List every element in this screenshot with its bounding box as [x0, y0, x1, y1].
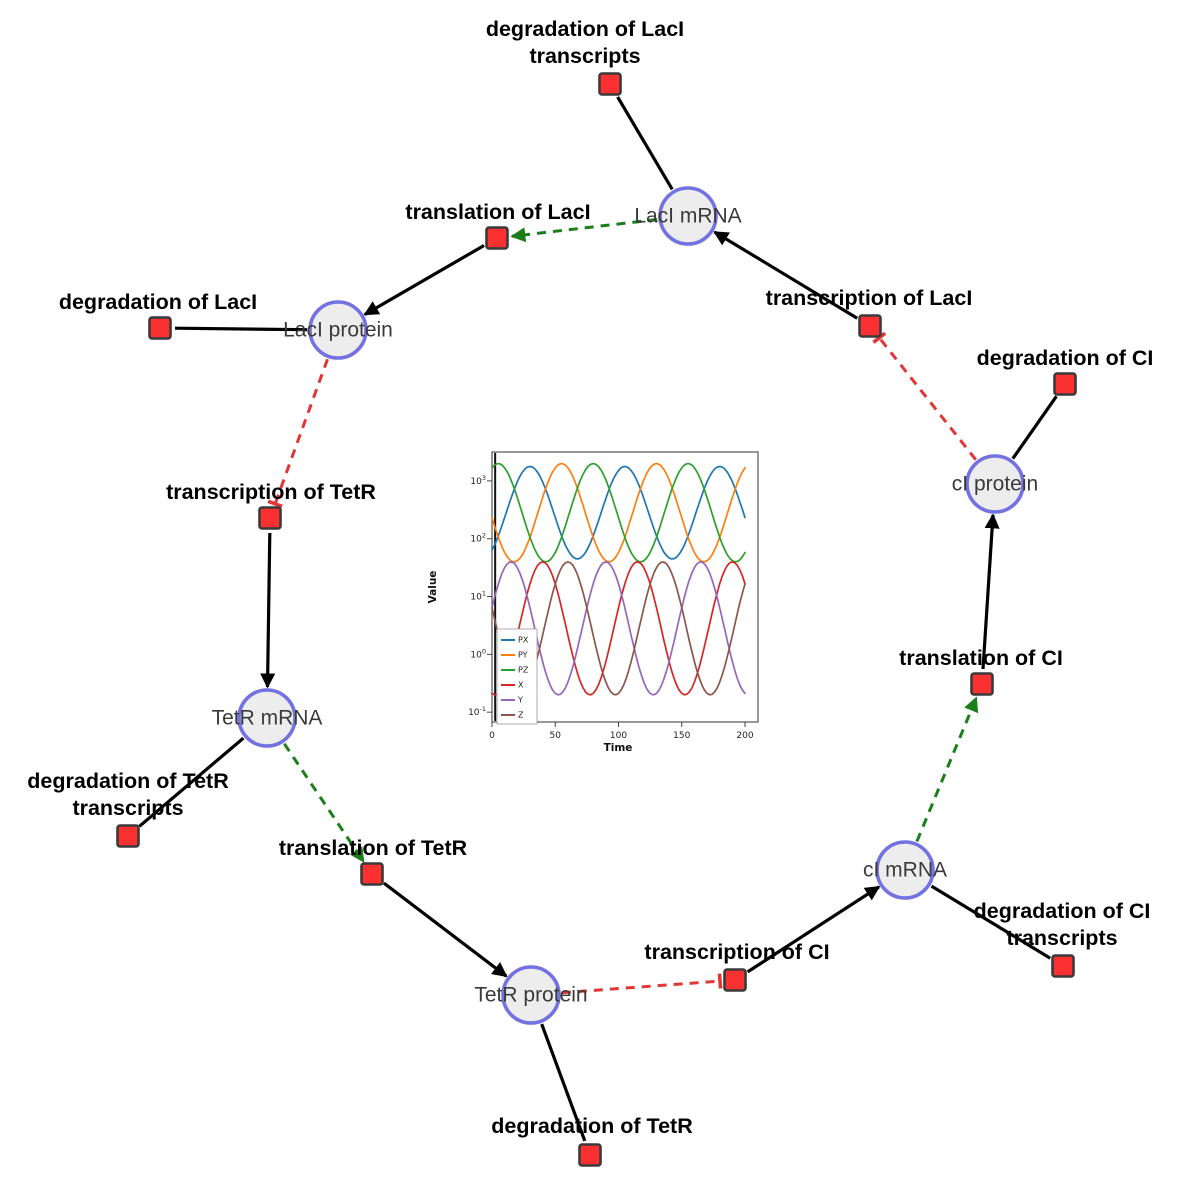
- chart-series-Y: [491, 561, 746, 696]
- consumption-edge-TetR_protein-to-deg_TetR: [540, 1023, 587, 1142]
- species-label-LacI_protein: LacI protein: [283, 319, 393, 342]
- reaction-label-deg_LacI: degradation of LacI: [59, 290, 257, 314]
- y-tick-label: 101: [470, 590, 486, 603]
- reaction-node-deg_LacI_transcripts[interactable]: [598, 72, 622, 96]
- x-axis-label: Time: [604, 742, 633, 754]
- activation-edge-LacI_mRNA-to-transl_LacI: [510, 218, 658, 243]
- legend-label-PX: PX: [518, 636, 529, 645]
- x-tick-label: 50: [550, 731, 562, 741]
- species-label-TetR_mRNA: TetR mRNA: [212, 707, 323, 730]
- species-label-TetR_protein: TetR protein: [474, 984, 587, 1007]
- reaction-node-deg_LacI[interactable]: [148, 316, 172, 340]
- reaction-label-transl_LacI: translation of LacI: [405, 200, 590, 224]
- reaction-label-deg_CI: degradation of CI: [977, 346, 1154, 370]
- x-tick-label: 100: [610, 731, 627, 741]
- reaction-label-transc_CI: transcription of CI: [644, 940, 829, 964]
- reaction-node-deg_TetR[interactable]: [578, 1143, 602, 1167]
- reaction-label-transl_TetR: translation of TetR: [279, 836, 468, 860]
- production-edge-transc_TetR-to-TetR_mRNA: [260, 532, 276, 689]
- y-tick-label: 103: [470, 474, 486, 487]
- reaction-label-transl_CI: translation of CI: [899, 646, 1063, 670]
- production-edge-transc_LacI-to-LacI_mRNA: [713, 230, 859, 320]
- inhibition-edge-LacI_protein-to-transc_TetR: [267, 358, 329, 509]
- legend-label-PZ: PZ: [518, 666, 529, 675]
- reaction-node-deg_CI_transcripts[interactable]: [1051, 954, 1075, 978]
- reaction-node-transc_TetR[interactable]: [258, 506, 282, 530]
- inhibition-edge-cI_protein-to-transc_LacI: [872, 331, 977, 461]
- nodes-layer: [116, 72, 1077, 1167]
- production-edge-transl_CI-to-cI_protein: [981, 513, 1000, 670]
- y-tick-label: 100: [470, 647, 486, 660]
- chart-legend-box: [496, 628, 538, 725]
- species-label-cI_mRNA: cI mRNA: [863, 859, 947, 882]
- x-tick-label: 200: [736, 731, 753, 741]
- species-node-cI_protein[interactable]: [965, 454, 1025, 514]
- species-node-cI_mRNA[interactable]: [875, 840, 935, 900]
- consumption-edge-LacI_mRNA-to-deg_LacI_transcripts: [616, 96, 674, 191]
- chart-series-X: [491, 561, 746, 696]
- species-label-cI_protein: cI protein: [952, 473, 1038, 496]
- reaction-node-transl_LacI[interactable]: [485, 226, 509, 250]
- species-node-TetR_protein[interactable]: [501, 965, 561, 1025]
- chart-series-PX: [491, 465, 746, 560]
- legend-label-X: X: [518, 681, 524, 690]
- production-edge-transc_CI-to-cI_mRNA: [746, 885, 881, 974]
- species-node-LacI_protein[interactable]: [308, 300, 368, 360]
- reaction-node-transc_CI[interactable]: [723, 968, 747, 992]
- y-tick-label: 10-1: [468, 705, 486, 718]
- legend-label-Y: Y: [517, 696, 523, 705]
- y-tick-label: 102: [470, 532, 486, 545]
- chart-series-PZ: [491, 462, 746, 563]
- consumption-edge-cI_mRNA-to-deg_CI_transcripts: [930, 884, 1052, 960]
- production-edge-transl_TetR-to-TetR_protein: [382, 881, 508, 978]
- reaction-node-deg_CI[interactable]: [1053, 372, 1077, 396]
- reaction-label-transc_TetR: transcription of TetR: [166, 480, 376, 504]
- reaction-node-transl_CI[interactable]: [970, 672, 994, 696]
- species-label-LacI_mRNA: LacI mRNA: [634, 205, 741, 228]
- chart-legend: PX PY PZ XYZ: [496, 628, 538, 725]
- species-node-LacI_mRNA[interactable]: [658, 186, 718, 246]
- chart-series-PY: [491, 462, 746, 563]
- consumption-edge-cI_protein-to-deg_CI: [1011, 395, 1058, 460]
- legend-label-PY: PY: [518, 651, 528, 660]
- reaction-node-deg_TetR_transcripts[interactable]: [116, 824, 140, 848]
- activation-edge-TetR_mRNA-to-transl_TetR: [283, 742, 365, 863]
- reaction-label-transc_LacI: transcription of LacI: [766, 286, 973, 310]
- production-edge-transl_LacI-to-LacI_protein: [363, 244, 485, 316]
- consumption-edge-LacI_protein-to-deg_LacI: [174, 326, 308, 332]
- reaction-label-deg_TetR: degradation of TetR: [491, 1114, 693, 1138]
- x-tick-label: 150: [673, 731, 690, 741]
- legend-label-Z: Z: [518, 711, 524, 720]
- activation-edge-cI_mRNA-to-transl_CI: [915, 696, 979, 842]
- species-node-TetR_mRNA[interactable]: [237, 688, 297, 748]
- reaction-node-transl_TetR[interactable]: [360, 862, 384, 886]
- x-tick-label: 0: [489, 731, 495, 741]
- y-axis-label: Value: [427, 571, 439, 604]
- inhibition-edge-TetR_protein-to-transc_CI: [561, 973, 723, 995]
- edges-layer: [138, 96, 1058, 1142]
- consumption-edge-TetR_mRNA-to-deg_TetR_transcripts: [138, 736, 245, 828]
- reaction-node-transc_LacI[interactable]: [858, 314, 882, 338]
